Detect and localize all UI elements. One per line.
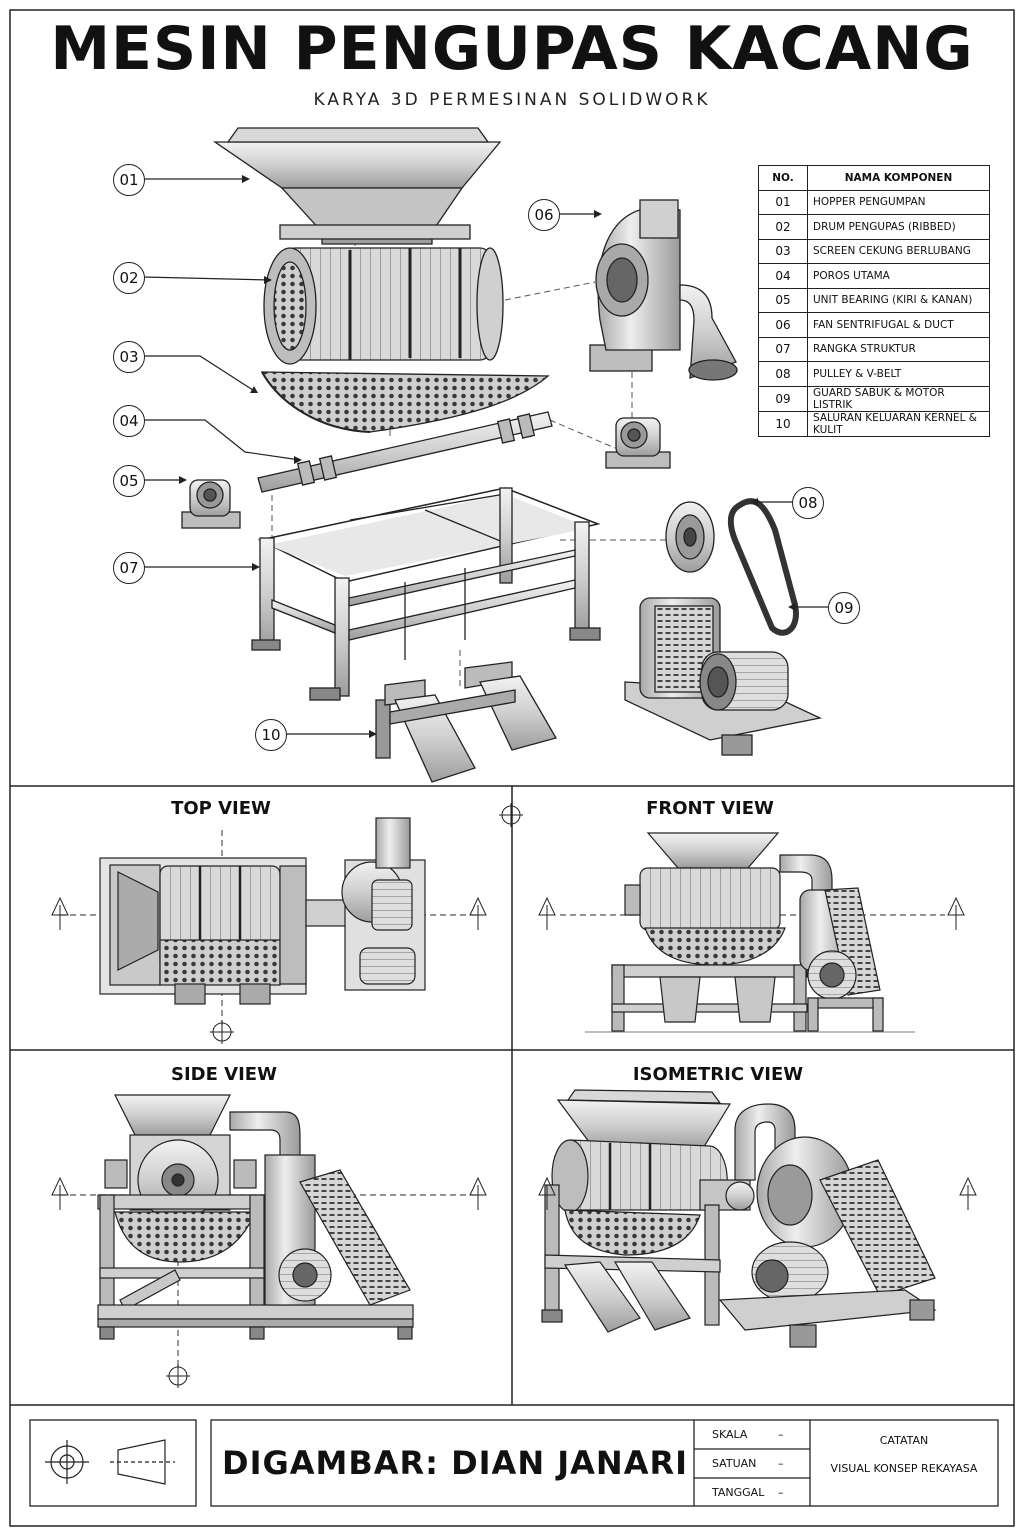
v-belt-part	[727, 498, 799, 636]
table-cell-no: 03	[758, 238, 808, 264]
table-header-name: NAMA KOMPONEN	[807, 165, 990, 191]
leader-arrowheads	[179, 175, 796, 738]
page-subtitle: KARYA 3D PERMESINAN SOLIDWORK	[313, 90, 711, 110]
table-cell-no: 09	[758, 385, 808, 412]
machine-frame-part	[251, 487, 601, 701]
scale-label: SKALA	[712, 1428, 748, 1441]
projection-symbol-icon	[45, 1439, 175, 1485]
callout-02: 02	[113, 262, 145, 294]
notes-label: CATATAN	[879, 1434, 929, 1447]
registration-marks	[51, 803, 977, 1388]
outlet-chute-part	[375, 661, 557, 783]
table-cell-no: 01	[758, 189, 808, 215]
table-cell-name: GUARD SABUK & MOTOR LISTRIK	[807, 385, 990, 412]
date-label: TANGGAL	[712, 1486, 765, 1499]
table-cell-no: 10	[758, 410, 808, 437]
table-cell-name: PULLEY & V-BELT	[807, 361, 990, 387]
callout-10: 10	[255, 719, 287, 751]
table-cell-name: FAN SENTRIFUGAL & DUCT	[807, 312, 990, 338]
table-cell-name: DRUM PENGUPAS (RIBBED)	[807, 214, 990, 240]
hopper-part	[212, 127, 502, 245]
isometric-view-drawing	[541, 1089, 937, 1348]
concave-screen-part	[260, 371, 550, 433]
callout-04: 04	[113, 405, 145, 437]
view-markers	[51, 896, 977, 1210]
unit-label: SATUAN	[712, 1457, 757, 1470]
callout-05: 05	[113, 465, 145, 497]
table-cell-no: 05	[758, 287, 808, 313]
top-view-drawing	[60, 817, 480, 1030]
bearing-unit-right	[605, 417, 671, 469]
motor-guard-part	[624, 597, 823, 756]
drawn-by: DIGAMBAR: DIAN JANARI	[222, 1444, 688, 1482]
table-cell-no: 02	[758, 214, 808, 240]
leader-lines	[142, 178, 828, 735]
isometric-view-label: ISOMETRIC VIEW	[632, 1064, 804, 1085]
callout-03: 03	[113, 341, 145, 373]
table-cell-name: HOPPER PENGUMPAN	[807, 189, 990, 215]
notes-value: VISUAL KONSEP REKAYASA	[830, 1462, 978, 1475]
side-view-label: SIDE VIEW	[171, 1064, 277, 1085]
table-cell-no: 06	[758, 312, 808, 338]
exploded-view	[142, 127, 828, 783]
top-view-label: TOP VIEW	[171, 798, 271, 819]
callout-08: 08	[792, 487, 824, 519]
table-header-no: NO.	[758, 165, 808, 191]
date-value: –	[778, 1486, 784, 1499]
front-view-label: FRONT VIEW	[646, 798, 774, 819]
callout-07: 07	[113, 552, 145, 584]
callout-09: 09	[828, 592, 860, 624]
table-cell-no: 07	[758, 336, 808, 362]
table-cell-name: RANGKA STRUKTUR	[807, 336, 990, 362]
callout-01: 01	[113, 164, 145, 196]
table-cell-name: SCREEN CEKUNG BERLUBANG	[807, 238, 990, 264]
table-cell-no: 04	[758, 263, 808, 289]
table-cell-no: 08	[758, 361, 808, 387]
title-block-frame	[29, 1419, 999, 1507]
page-title: MESIN PENGUPAS KACANG	[50, 14, 974, 84]
table-cell-name: SALURAN KELUARAN KERNEL & KULIT	[807, 410, 990, 437]
table-header-row: NO. NAMA KOMPONEN	[758, 165, 990, 191]
table-cell-name: UNIT BEARING (KIRI & KANAN)	[807, 287, 990, 313]
scale-value: –	[778, 1428, 784, 1441]
main-shaft-part	[257, 411, 553, 493]
side-view-drawing	[60, 1094, 480, 1370]
peeling-drum-part	[263, 247, 504, 365]
front-view-drawing	[560, 832, 945, 1033]
sheet-frame	[9, 9, 1015, 1527]
unit-value: –	[778, 1457, 784, 1470]
centrifugal-fan-part	[589, 199, 738, 381]
table-cell-name: POROS UTAMA	[807, 263, 990, 289]
callout-06: 06	[528, 199, 560, 231]
pulley-part	[665, 501, 715, 573]
bearing-unit-left	[181, 479, 241, 529]
